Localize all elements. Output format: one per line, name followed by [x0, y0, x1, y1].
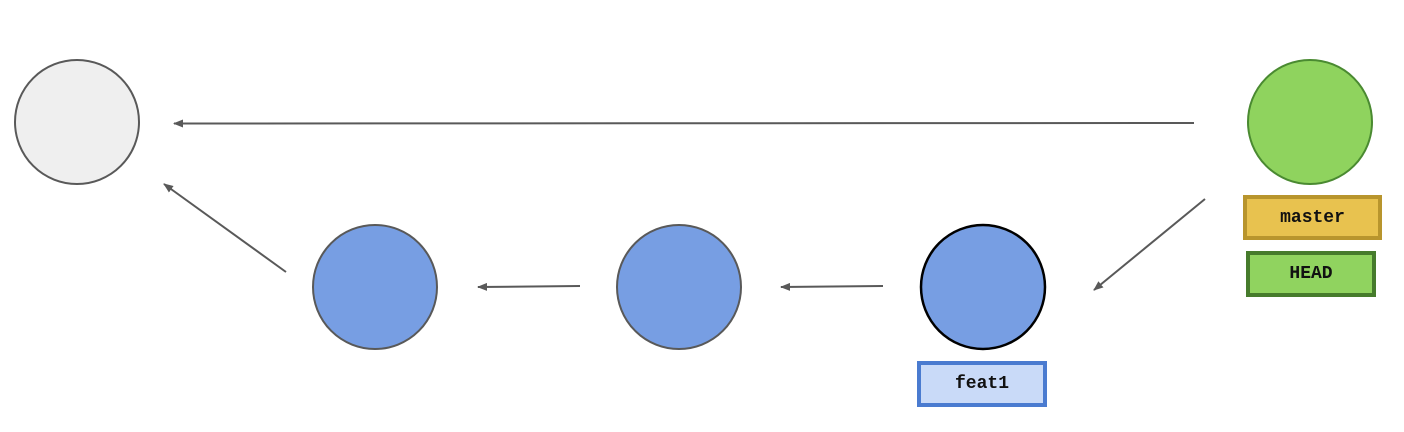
- edge-feat-c2-to-feat-c1: [477, 282, 581, 291]
- commit-feat-c2: [616, 224, 742, 350]
- edge-feat-c3-to-feat-c2: [780, 282, 884, 291]
- edge-master-to-feat-c3: [1093, 198, 1206, 291]
- branch-label-feat1: feat1: [917, 361, 1047, 407]
- edge-feat-c1-to-root: [163, 183, 287, 273]
- branch-label-master: master: [1243, 195, 1382, 240]
- commit-root: [14, 59, 140, 185]
- edge-master-to-root: [173, 119, 1195, 128]
- commit-master-tip: [1247, 59, 1373, 185]
- commit-feat-c1: [312, 224, 438, 350]
- head-label: HEAD: [1246, 251, 1376, 297]
- commit-feat-c3: [919, 223, 1047, 351]
